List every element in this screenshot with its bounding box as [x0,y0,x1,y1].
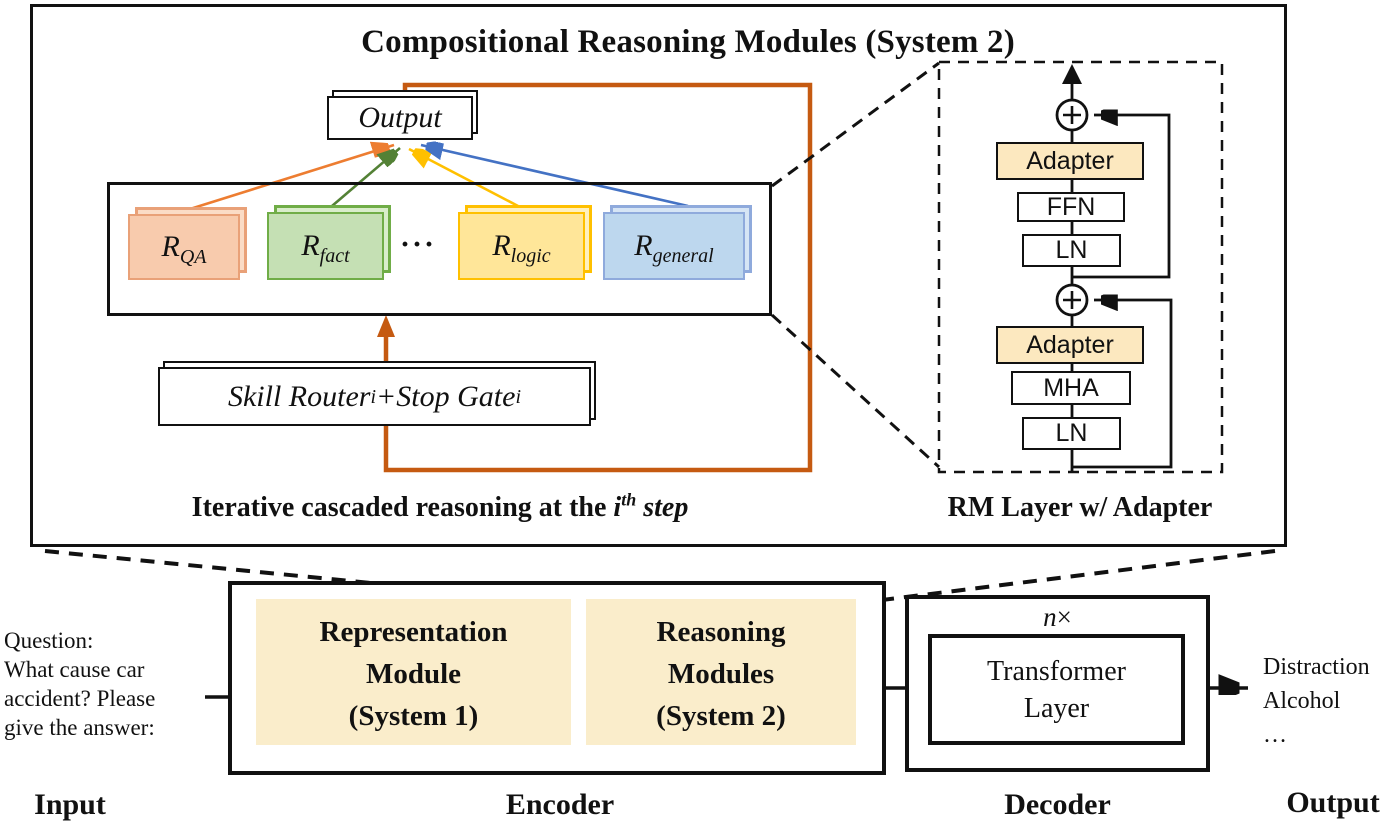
iterative-caption-step: step [636,492,689,523]
rep-line-3: (System 1) [348,700,479,732]
arrow-rfact-to-output [331,148,401,207]
n-times-label: n× [909,602,1206,633]
module-r-general-sub: general [652,245,714,267]
prediction-1: Distraction [1263,654,1370,680]
question-line-3: accident? Please [4,686,156,711]
question-line-4: give the answer: [4,715,155,740]
reasoning-modules-box: Reasoning Modules (System 2) [586,599,856,745]
n-symbol: n [1043,602,1057,632]
rm-residual-upper [1072,115,1171,279]
panel-title: Compositional Reasoning Modules (System … [361,24,1015,60]
output-box-label: Output [327,96,473,140]
module-r-fact-sub: fact [319,245,350,267]
module-r-logic-sub: logic [510,245,551,267]
prediction-2: Alcohol [1263,688,1341,714]
rm-ffn: FFN [1017,192,1125,222]
rm-add-circle-upper [1055,98,1089,132]
arrow-rgeneral-to-output [420,145,689,208]
module-r-logic: Rlogic [458,212,585,280]
representation-module-box: Representation Module (System 1) [256,599,571,745]
feedback-loop-arrowhead [377,315,395,337]
arrow-rqa-to-output [189,145,395,211]
times-symbol: × [1056,602,1072,632]
question-line-2: What cause car [4,657,145,682]
rm-layer-dashed-box [937,60,1224,474]
encoder-label: Encoder [505,788,615,821]
module-r-qa-sub: QA [179,246,207,268]
module-r-fact: Rfact [267,212,384,280]
rm-ln-upper: LN [1022,234,1121,267]
rm-adapter-lower: Adapter [996,326,1144,364]
rea-line-1: Reasoning [656,616,786,648]
input-question-text: Question: What cause car accident? Pleas… [4,626,214,742]
system2-panel [30,4,1287,547]
transformer-line-2: Layer [1023,693,1090,724]
iterative-caption-prefix: Iterative cascaded reasoning at the [191,492,614,523]
module-r-logic-base: R [492,229,511,262]
modules-container [107,182,772,316]
rm-ln-lower: LN [1022,417,1121,450]
module-r-general: Rgeneral [603,212,745,280]
iterative-caption-i: i [613,492,622,523]
rm-mha: MHA [1011,371,1131,405]
transformer-line-1: Transformer [987,656,1126,687]
output-box: Output [327,90,478,140]
skill-router-text2: +Stop Gate [376,379,516,413]
rm-add-circle-lower [1055,283,1089,317]
decoder-label: Decoder [1004,788,1111,821]
module-r-qa: RQA [128,214,240,280]
rea-line-2: Modules [667,658,775,690]
output-predictions: Distraction Alcohol … [1263,650,1397,752]
module-r-qa-base: R [161,230,180,263]
zoom-dash-bottom-left [44,549,586,606]
iterative-caption: Iterative cascaded reasoning at the ith … [100,489,780,524]
zoom-dash-lower [770,313,941,469]
output-label: Output [1286,786,1380,819]
rm-adapter-upper: Adapter [996,142,1144,180]
rm-top-arrowhead [1062,64,1082,84]
question-line-1: Question: [4,628,94,653]
input-label: Input [34,788,106,821]
zoom-dash-upper [771,61,940,188]
iterative-caption-th: th [621,489,637,510]
transformer-layer-box: Transformer Layer [928,634,1185,745]
module-r-fact-base: R [301,229,320,262]
rep-line-1: Representation [319,616,508,648]
rea-line-3: (System 2) [656,700,786,732]
module-r-general-base: R [634,229,653,262]
rep-line-2: Module [365,658,462,690]
skill-router-text1: Skill Router [227,379,371,413]
prediction-3: … [1263,722,1287,748]
feedback-loop-line [383,82,813,473]
rm-residual-lower [1072,300,1173,469]
ellipsis-between-modules: ··· [399,228,436,261]
rm-layer-caption: RM Layer w/ Adapter [947,492,1213,523]
